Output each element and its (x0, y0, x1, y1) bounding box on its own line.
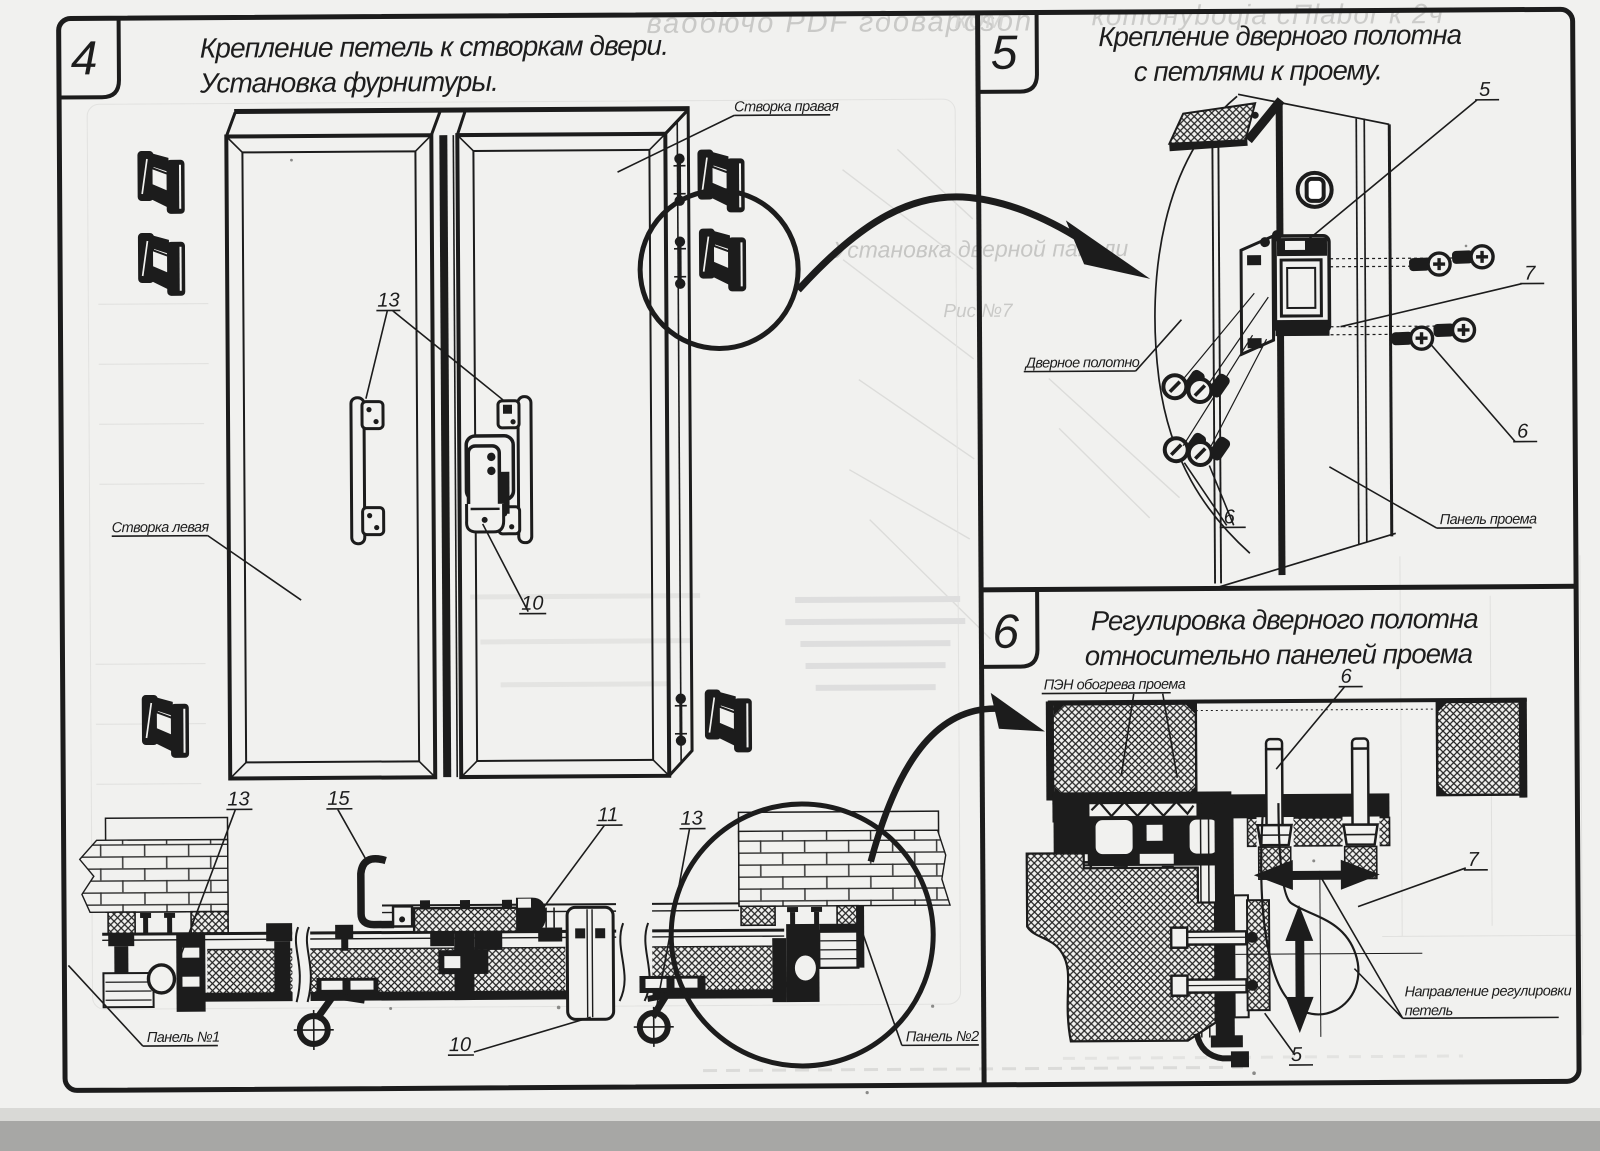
svg-text:15: 15 (327, 788, 350, 810)
svg-text:13: 13 (377, 289, 399, 311)
svg-text:6: 6 (992, 606, 1019, 659)
svg-text:ПЭН обогрева проема: ПЭН обогрева проема (1044, 677, 1186, 694)
svg-text:7: 7 (1468, 849, 1480, 871)
svg-text:11: 11 (597, 804, 618, 826)
svg-text:10: 10 (521, 593, 543, 615)
svg-text:10: 10 (449, 1034, 471, 1056)
svg-text:Установка фурнитуры.: Установка фурнитуры. (199, 66, 498, 99)
svg-text:Дверное полотно: Дверное полотно (1024, 355, 1140, 372)
svg-text:Крепление дверного полотна: Крепление дверного полотна (1098, 19, 1462, 52)
svg-text:6: 6 (1517, 421, 1529, 443)
svg-text:Створка правая: Створка правая (734, 99, 839, 116)
svg-text:Направление регулировки: Направление регулировки (1405, 983, 1572, 1000)
svg-text:Панель №2: Панель №2 (906, 1029, 979, 1045)
svg-text:Панель №1: Панель №1 (147, 1030, 220, 1046)
svg-text:котонуboqia сПlabor к 2ч: котонуboqia сПlabor к 2ч (1091, 0, 1444, 31)
svg-text:6: 6 (1224, 506, 1236, 528)
svg-text:5: 5 (1479, 79, 1491, 101)
svg-text:7: 7 (1524, 262, 1536, 284)
svg-text:13: 13 (227, 788, 249, 810)
svg-text:6: 6 (1341, 666, 1353, 688)
svg-text:Створка левая: Створка левая (112, 520, 210, 537)
svg-text:Регулировка дверного полотна: Регулировка дверного полотна (1091, 603, 1479, 636)
svg-text:4: 4 (71, 32, 98, 85)
svg-text:с петлями к проему.: с петлями к проему. (1134, 54, 1382, 87)
svg-text:петель: петель (1405, 1003, 1453, 1019)
svg-text:5: 5 (991, 27, 1018, 80)
svg-text:5: 5 (1291, 1044, 1303, 1066)
svg-text:13: 13 (680, 808, 702, 830)
svg-text:Крепление петель к створкам дв: Крепление петель к створкам двери. (200, 30, 668, 64)
svg-text:относительно панелей проема: относительно панелей проема (1085, 638, 1473, 671)
svg-text:Панель проема: Панель проема (1440, 511, 1537, 528)
